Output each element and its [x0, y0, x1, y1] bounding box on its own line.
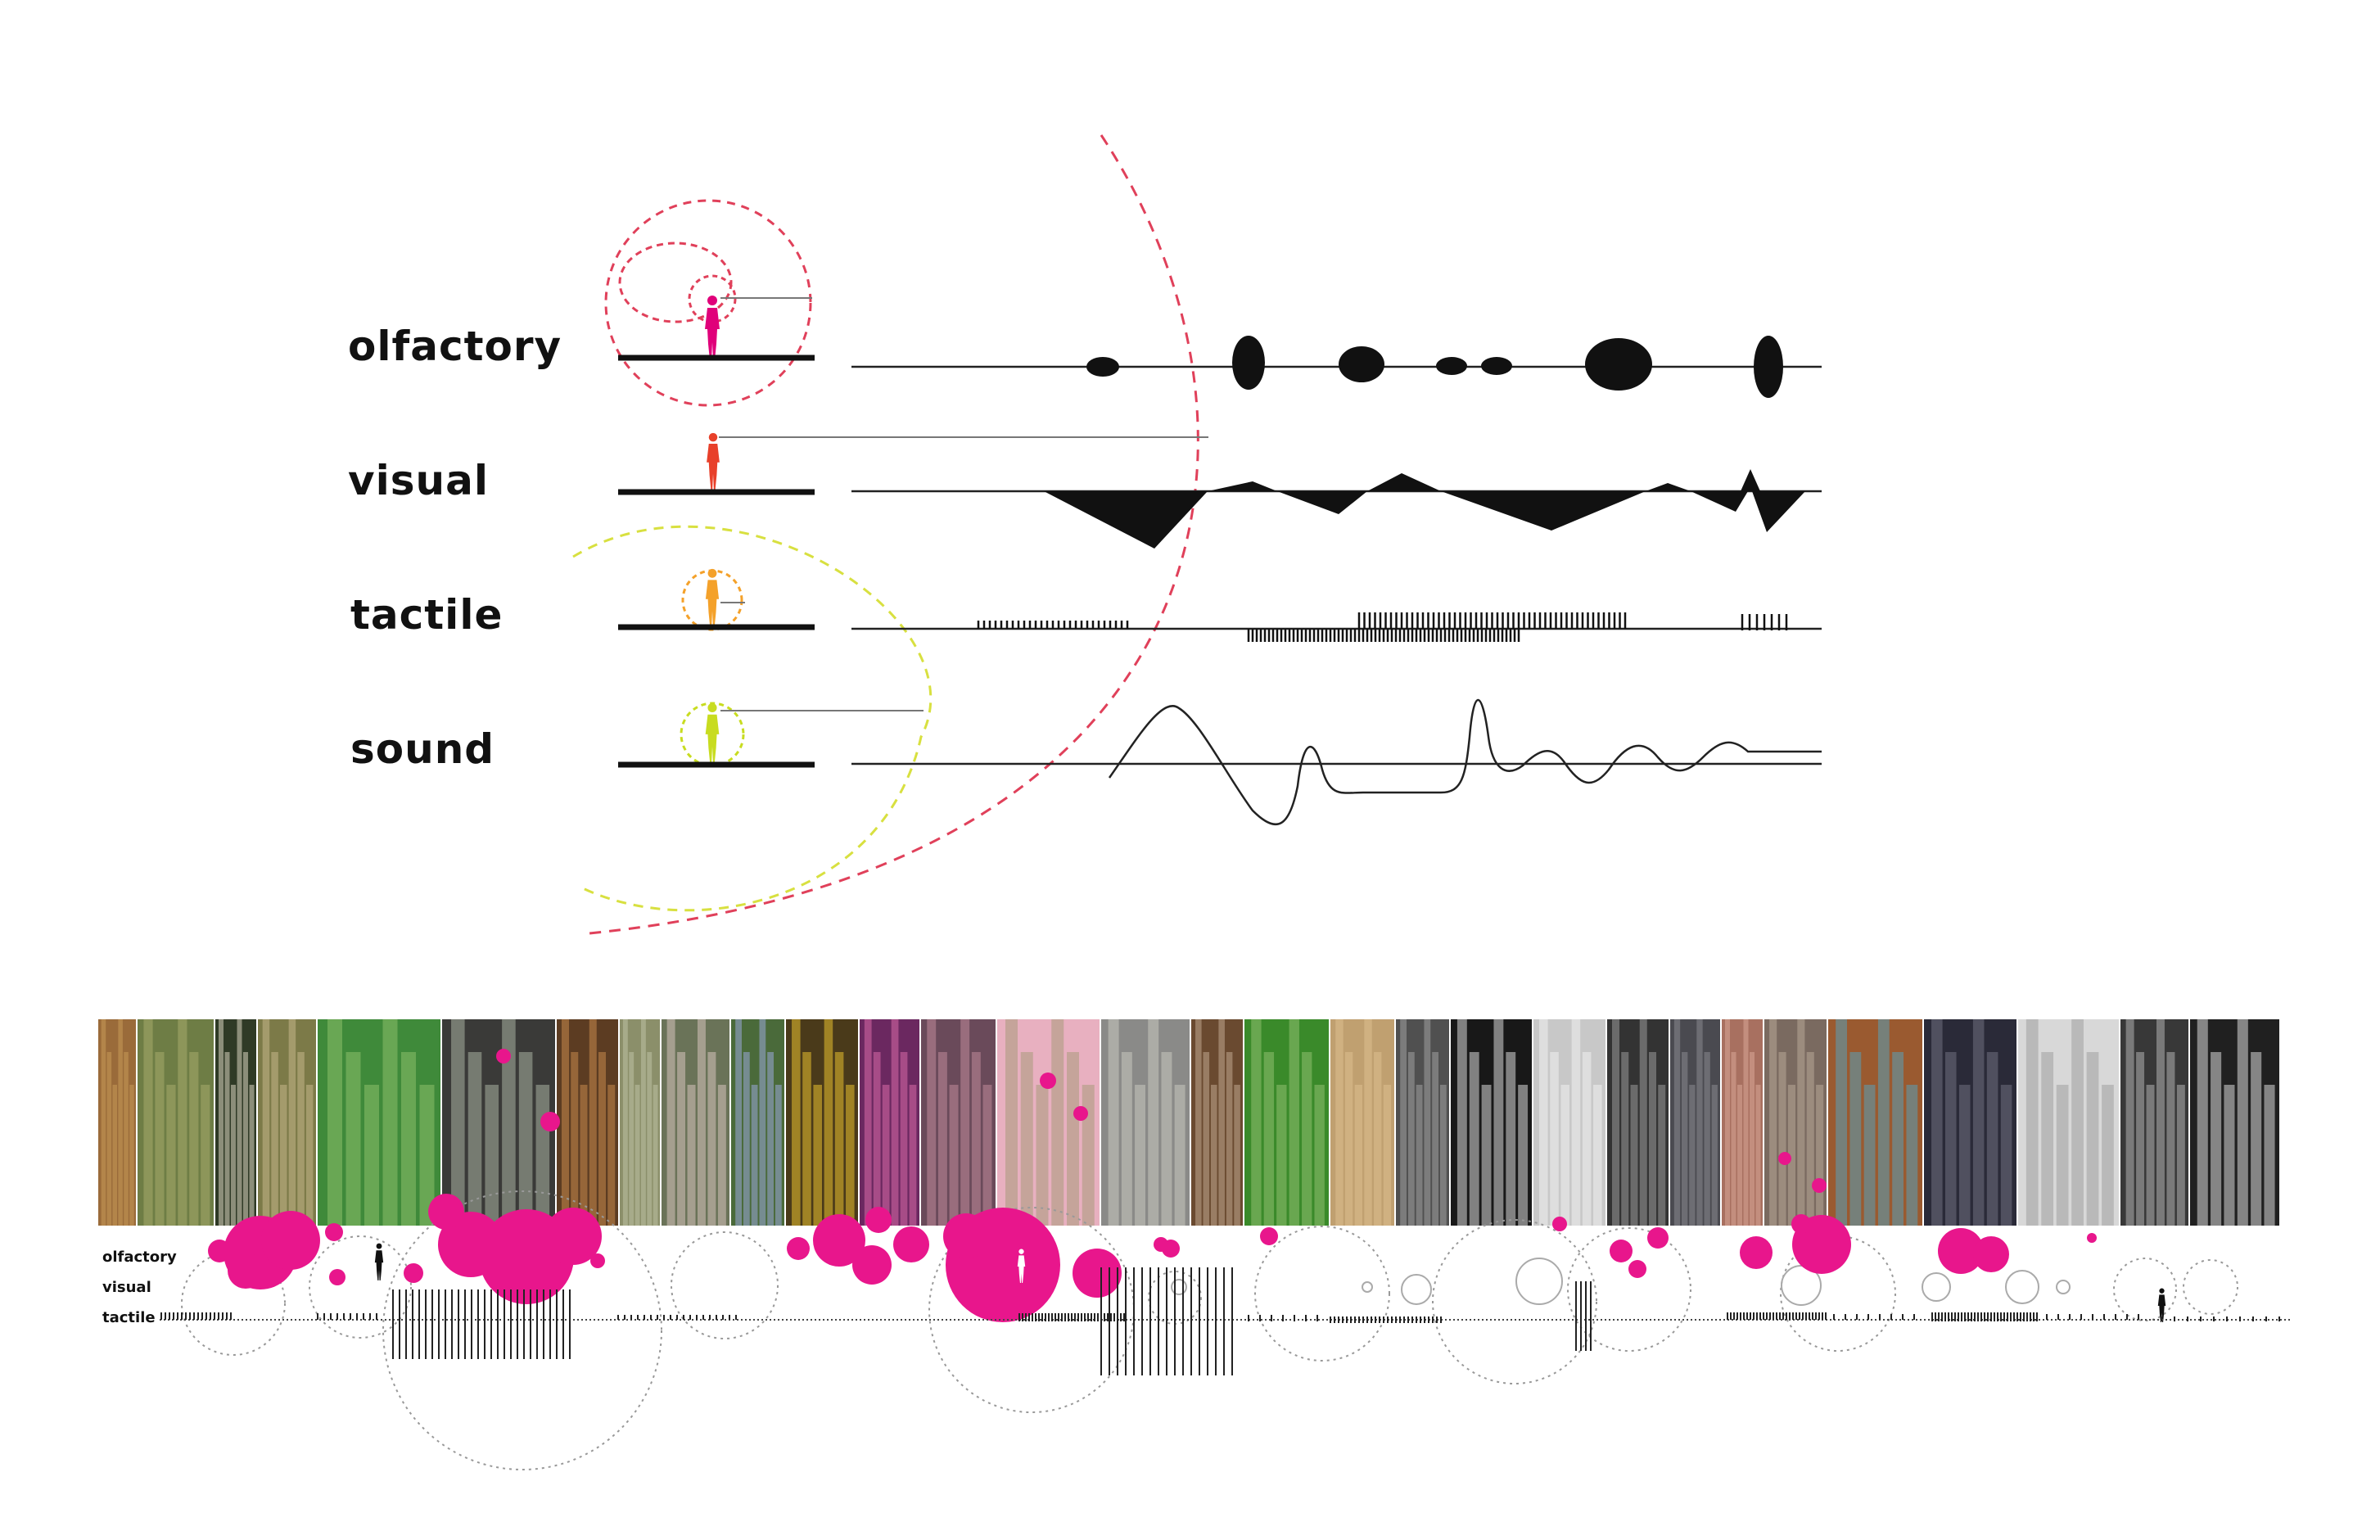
photo-panel	[557, 1019, 618, 1226]
sense-label-tactile: tactile	[350, 591, 504, 639]
photo-panel	[1607, 1019, 1669, 1226]
photo-panel	[1451, 1019, 1532, 1226]
person-icon	[707, 432, 720, 490]
photo-panel	[1828, 1019, 1922, 1226]
yellow-dashed-arc	[572, 525, 933, 912]
strip-label-tactile: tactile	[102, 1309, 156, 1326]
photo-panel	[215, 1019, 256, 1226]
photo-panel	[1191, 1019, 1243, 1226]
photo-panel	[1396, 1019, 1449, 1226]
photo-panel	[1330, 1019, 1394, 1226]
sense-label-sound: sound	[350, 725, 495, 773]
photo-panel	[1722, 1019, 1763, 1226]
photo-panel	[1670, 1019, 1720, 1226]
strip-label-olfactory: olfactory	[102, 1249, 177, 1266]
olfactory-figure-group	[604, 199, 815, 407]
photo-panel	[442, 1019, 555, 1226]
visual-timeline	[851, 469, 1822, 549]
tactile-figure-group	[618, 568, 815, 631]
person-icon	[705, 702, 720, 763]
photo-panel	[318, 1019, 440, 1226]
photo-panel	[138, 1019, 214, 1226]
photo-panel	[1533, 1019, 1605, 1226]
photo-panel	[921, 1019, 996, 1226]
person-icon	[705, 296, 720, 360]
photo-panel	[258, 1019, 316, 1226]
tactile-timeline	[851, 612, 1822, 642]
photo-panel	[997, 1019, 1100, 1226]
sense-label-visual: visual	[348, 457, 489, 504]
sound-timeline	[851, 698, 1822, 826]
photo-panel	[620, 1019, 660, 1226]
photo-panel	[1764, 1019, 1827, 1226]
photo-panel	[2018, 1019, 2119, 1226]
sound-figure-group	[618, 702, 924, 768]
photo-panel	[860, 1019, 919, 1226]
large-red-dashed-arc	[589, 134, 1199, 935]
person-icon	[705, 568, 720, 627]
person-icon	[374, 1243, 384, 1280]
photo-panel	[662, 1019, 729, 1226]
photo-panel	[2120, 1019, 2188, 1226]
photo-panel	[786, 1019, 858, 1226]
photo-panel	[1101, 1019, 1190, 1226]
strip-label-visual: visual	[102, 1279, 151, 1296]
visual-figure-group	[618, 432, 1208, 495]
photo-panel	[1244, 1019, 1329, 1226]
strip-annotations	[160, 1049, 2292, 1470]
photo-panel	[1924, 1019, 2016, 1226]
olfactory-timeline	[851, 336, 1822, 398]
photo-panel	[98, 1019, 136, 1226]
sense-label-olfactory: olfactory	[348, 323, 562, 370]
photo-strip	[98, 1019, 2279, 1226]
photo-panel	[2190, 1019, 2279, 1226]
photo-panel	[731, 1019, 784, 1226]
